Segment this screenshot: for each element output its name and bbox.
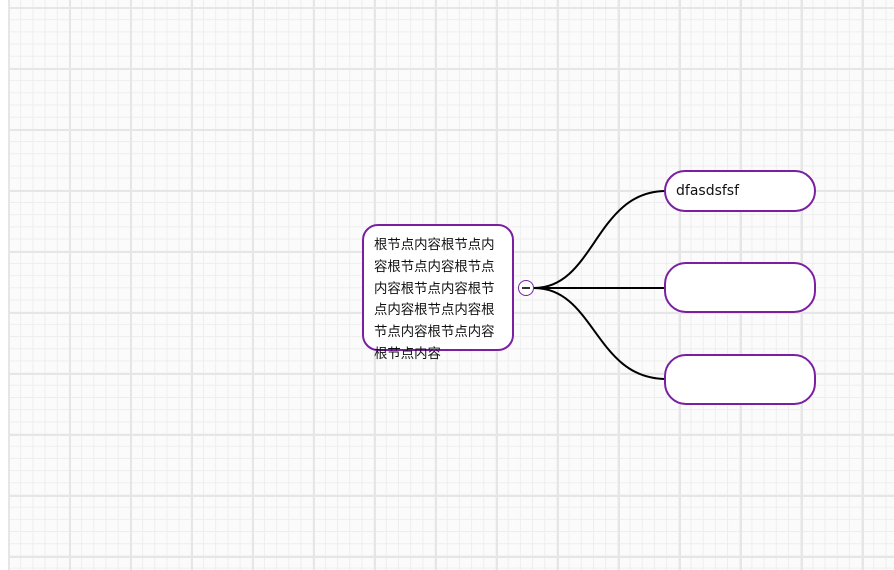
connector-to-child-3 [533,287,667,380]
child-node-1[interactable]: dfasdsfsf [664,170,816,212]
child-node-3[interactable] [664,354,816,405]
child-node-1-text: dfasdsfsf [676,183,740,199]
connector-to-child-1 [533,190,667,289]
root-node-text: 根节点内容根节点内容根节点内容根节点内容根节点内容根节点内容根节点内容根节点内容… [374,238,495,362]
collapse-toggle-icon[interactable] [518,280,534,296]
child-node-2[interactable] [664,262,816,313]
root-node[interactable]: 根节点内容根节点内容根节点内容根节点内容根节点内容根节点内容根节点内容根节点内容… [362,224,514,362]
canvas-left-border [0,0,8,570]
